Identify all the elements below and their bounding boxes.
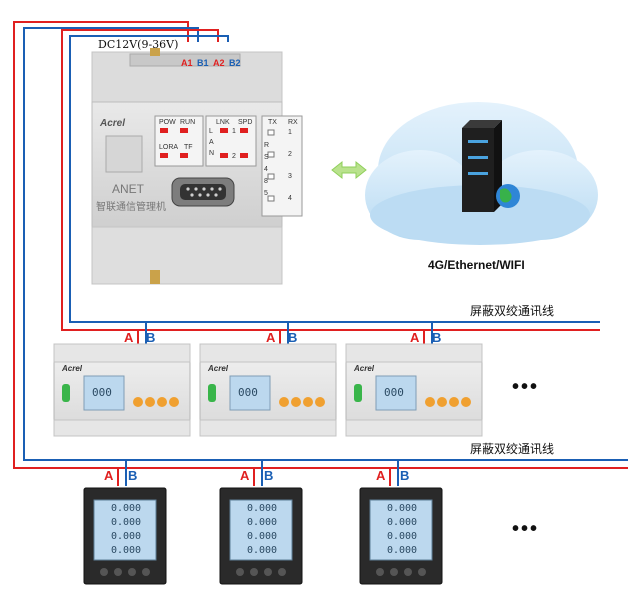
- lcd-row: 0.000: [110, 517, 142, 528]
- gateway-device: [91, 48, 303, 285]
- port-number-1: 1: [288, 129, 292, 136]
- lcd-row: 0.000: [246, 517, 278, 528]
- bus1-label: 屏蔽双绞通讯线: [470, 304, 555, 318]
- globe-icon: [496, 184, 520, 208]
- rail-meter-3-brand: Acrel: [354, 364, 375, 373]
- rail-meter-2-lcd: 000: [238, 386, 258, 399]
- more-panel-meters-ellipsis: •••: [512, 518, 540, 540]
- lan-letter-a: A: [209, 139, 214, 146]
- rs-letter-r: R: [264, 142, 270, 149]
- more-rail-meters-ellipsis: •••: [512, 376, 540, 398]
- panel-meter-2-terminal-a: A: [240, 468, 250, 483]
- rail-meter-2-terminal-b: B: [288, 330, 298, 345]
- rs-letter-5: 5: [264, 190, 268, 197]
- rail-meter: [345, 343, 483, 437]
- wire-a2: [61, 29, 600, 331]
- lan-letter-n: N: [209, 150, 215, 157]
- gateway-brand: Acrel: [100, 118, 126, 129]
- lcd-row: 0.000: [110, 503, 142, 514]
- led-lora-label: LORA: [159, 144, 179, 151]
- rx-label: RX: [288, 119, 298, 126]
- panel-meter-1-terminal-b: B: [128, 468, 138, 483]
- power-label: DC12V(9-36V): [98, 38, 179, 51]
- lcd-row: 0.000: [246, 503, 278, 514]
- led-lnk-label: LNK: [216, 119, 230, 126]
- terminal-b1: B1: [197, 58, 209, 68]
- lan-letter-l: L: [209, 128, 213, 135]
- terminal-b2: B2: [229, 58, 241, 68]
- bidirectional-arrow-icon: [331, 160, 367, 180]
- gateway-model: ANET: [112, 182, 145, 196]
- rail-meter-1-brand: Acrel: [62, 364, 83, 373]
- rs-letter-4: 4: [264, 166, 268, 173]
- cloud-label: 4G/Ethernet/WIFI: [428, 258, 525, 272]
- led-tf-label: TF: [184, 144, 193, 151]
- rs-letter-8: 8: [264, 178, 268, 185]
- panel-meter: [83, 487, 167, 585]
- rail-meter: [53, 343, 191, 437]
- rail-meter-3-lcd: 000: [384, 386, 404, 399]
- led-pow-label: POW: [159, 119, 176, 126]
- lcd-row: 0.000: [246, 545, 278, 556]
- wiring: [13, 21, 628, 486]
- cloud-network: [365, 102, 598, 245]
- lan-number-2: 2: [232, 153, 236, 160]
- port-number-3: 3: [288, 173, 292, 180]
- rail-meter-3-terminal-b: B: [432, 330, 442, 345]
- led-run-label: RUN: [180, 119, 196, 126]
- rail-meter-2-brand: Acrel: [208, 364, 229, 373]
- lcd-row: 0.000: [386, 531, 418, 542]
- rs-letter-s: S: [264, 154, 269, 161]
- panel-meter-2-terminal-b: B: [264, 468, 274, 483]
- port-number-2: 2: [288, 151, 292, 158]
- bus2-label: 屏蔽双绞通讯线: [470, 442, 555, 456]
- bus1-drops: [137, 322, 433, 344]
- lcd-row: 0.000: [246, 531, 278, 542]
- tx-label: TX: [268, 119, 277, 126]
- rail-meter-1-terminal-b: B: [146, 330, 156, 345]
- lcd-row: 0.000: [386, 503, 418, 514]
- server-icon: [462, 120, 502, 212]
- rail-meter-1-terminal-a: A: [124, 330, 134, 345]
- led-spd-label: SPD: [238, 119, 253, 126]
- lcd-row: 0.000: [110, 531, 142, 542]
- panel-meter-3-lcd: 0.000 0.000 0.000 0.000: [374, 502, 430, 558]
- lan-number-1: 1: [232, 128, 236, 135]
- lcd-row: 0.000: [110, 545, 142, 556]
- panel-meter: [359, 487, 443, 585]
- panel-meter-1-terminal-a: A: [104, 468, 114, 483]
- wire-b2: [69, 35, 600, 323]
- gateway-name: 智联通信管理机: [96, 202, 166, 213]
- lcd-row: 0.000: [386, 517, 418, 528]
- wire-b1: [23, 27, 628, 461]
- rail-meter: [199, 343, 337, 437]
- rail-meter-2-terminal-a: A: [266, 330, 276, 345]
- panel-meter-2-lcd: 0.000 0.000 0.000 0.000: [234, 502, 290, 558]
- port-number-4: 4: [288, 195, 292, 202]
- rail-meter-1-lcd: 000: [92, 386, 112, 399]
- panel-meter-1-lcd: 0.000 0.000 0.000 0.000: [98, 502, 154, 558]
- panel-meter-3-terminal-b: B: [400, 468, 410, 483]
- lcd-row: 0.000: [386, 545, 418, 556]
- panel-meter: [219, 487, 303, 585]
- terminal-a2: A2: [213, 58, 225, 68]
- panel-meter-3-terminal-a: A: [376, 468, 386, 483]
- rail-meter-3-terminal-a: A: [410, 330, 420, 345]
- terminal-a1: A1: [181, 58, 193, 68]
- bus2-drops: [117, 460, 399, 486]
